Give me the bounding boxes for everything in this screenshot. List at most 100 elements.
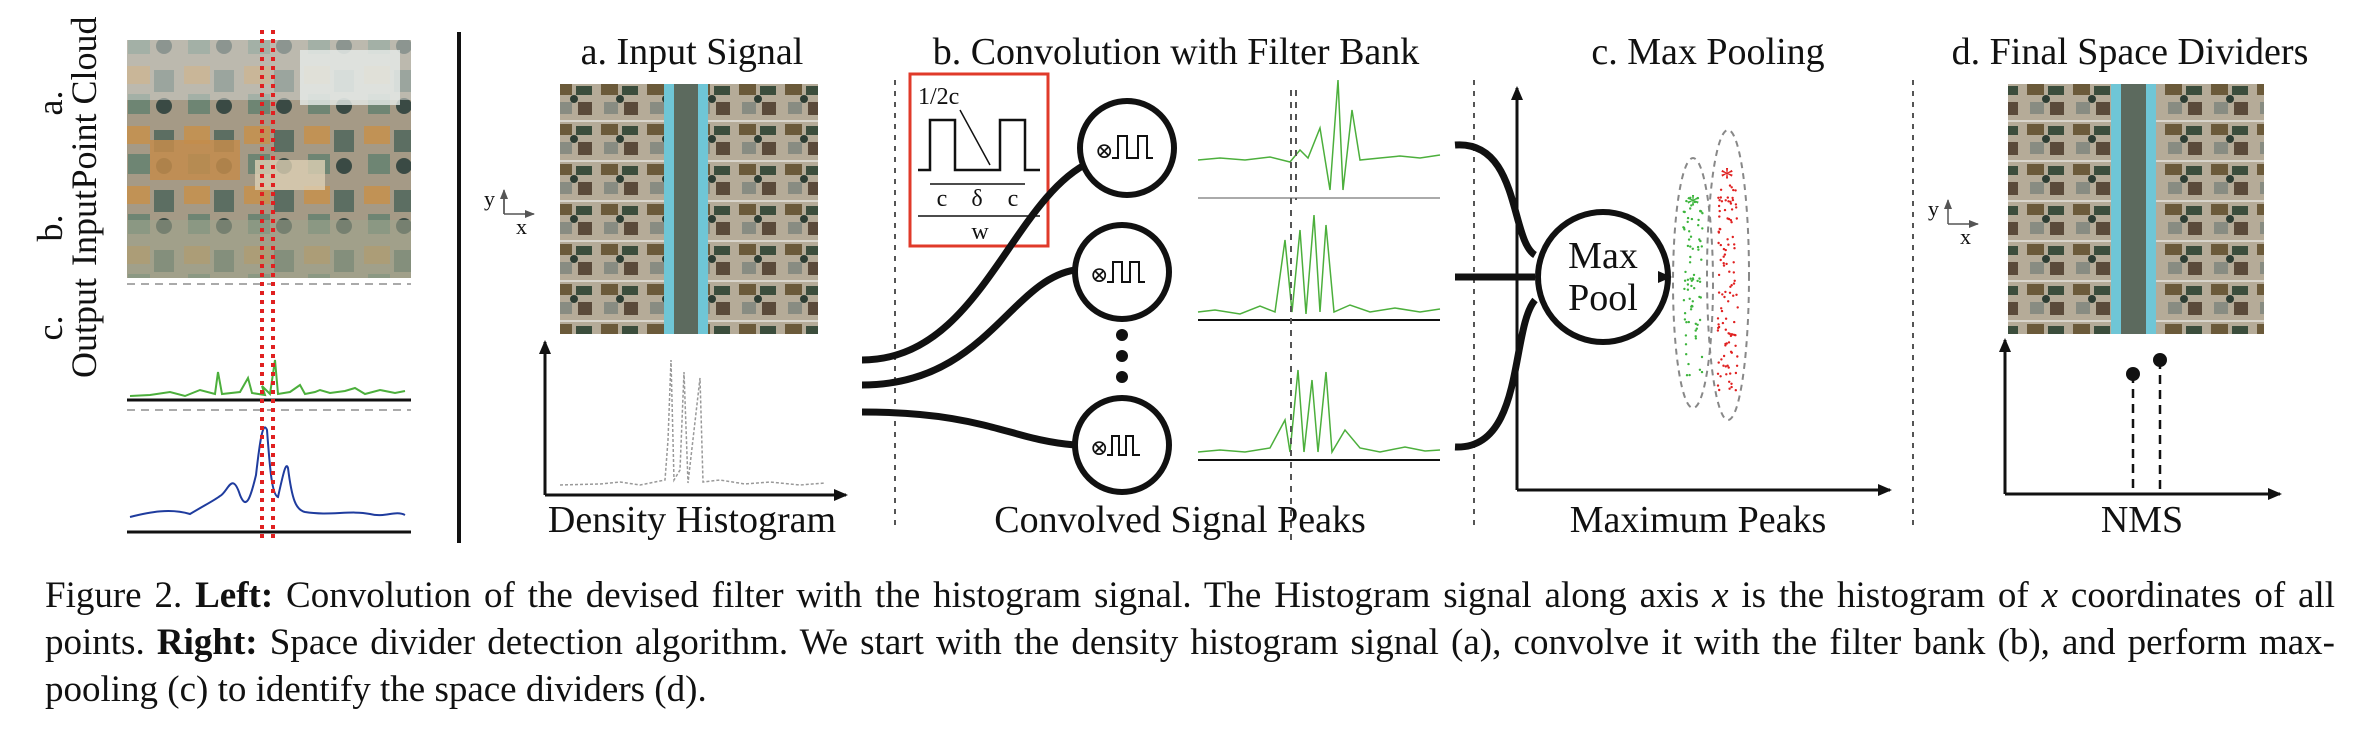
caption-left-label: Left: [195,575,274,616]
peak-dot [1696,245,1700,249]
peak-dot [1716,317,1720,320]
peak-dot [1696,196,1700,200]
panel-a-bottom-label: Density Histogram [548,499,836,541]
peak-dot [1720,307,1723,310]
peak-dot [1724,248,1727,252]
peak-dot [1693,287,1696,290]
peak-dot [1683,312,1687,315]
peak-dot [1717,326,1720,330]
svg-text:y: y [1928,196,1939,221]
peak-dot [1689,196,1692,199]
peak-dot [1722,255,1725,258]
peak-dot [1685,321,1688,324]
peak-dot [1729,200,1732,203]
left-panel: a. Point Cloud b. Input c. Output [30,16,411,540]
peak-dot [1688,373,1691,377]
svg-text:x: x [1960,224,1971,249]
peak-dot [1719,258,1722,262]
caption-fig-label: Figure 2. [45,575,183,616]
svg-text:Output: Output [64,278,104,378]
peak-dot [1696,279,1699,283]
peak-dot [1690,279,1694,282]
peak-dot [1719,375,1722,378]
peak-dot [1698,280,1702,283]
panel-c-title: c. Max Pooling [1591,31,1824,73]
axes-icon: y x [484,186,535,239]
peak-dot [1730,382,1733,385]
peak-dot [1722,262,1725,265]
peak-dot [1687,362,1690,366]
peak-dot [1728,291,1732,294]
peak-dot [1686,216,1690,220]
input-signal-plot [129,359,406,398]
peak-dot [1698,277,1701,280]
svg-text:a.: a. [30,91,70,116]
peak-dot [1726,364,1729,367]
peak-dot [1690,204,1693,207]
peak-dot [1734,203,1738,206]
axes-icon-d: y x [1928,196,1979,249]
peak-dot [1691,300,1695,303]
peak-dot [1717,361,1720,364]
peak-dot [1725,262,1728,266]
panel-b-title: b. Convolution with Filter Bank [933,31,1420,73]
peak-dot [1727,332,1730,335]
peak-dot [1688,230,1691,233]
peak-dot [1722,264,1726,267]
peak-dot [1685,353,1688,356]
peak-dot [1730,385,1733,389]
panel-b: b. Convolution with Filter Bank 1/2c c δ… [861,31,1441,541]
peak-dot [1684,343,1688,346]
peak-dot [1719,188,1723,191]
peak-dot [1732,271,1736,274]
figure-caption: Figure 2. Left: Convolution of the devis… [45,572,2335,713]
peak-dot [1735,364,1739,367]
row-label-point-cloud: a. Point Cloud [30,16,104,189]
point-cloud-image [127,40,411,278]
peak-dot [1736,306,1739,309]
peak-dot [1729,372,1732,375]
peak-dot [1731,196,1734,200]
panel-b-bottom-label: Convolved Signal Peaks [994,499,1366,541]
peak-dot [1682,226,1685,229]
panel-d-bottom-label: NMS [2101,499,2183,541]
row-label-input: b. Input [30,190,104,266]
peak-dot [1700,355,1704,359]
density-histogram-plot [559,359,826,486]
peak-dot [1686,283,1690,286]
peak-dot [1722,247,1726,251]
nms-stem-2 [2153,353,2167,494]
svg-text:Input: Input [64,190,104,266]
peak-dot [1720,309,1724,313]
peak-dot [1719,243,1723,247]
peak-dot [1719,228,1722,231]
filter-diagram: 1/2c c δ c w [908,72,1050,248]
panel-c: c. Max Pooling Max Pool * * Maximum Peak… [1454,31,1892,541]
svg-text:w: w [971,219,989,245]
peak-dot [1717,273,1721,277]
row-label-output: c. Output [30,278,104,378]
peak-dot [1722,354,1726,358]
panel-d-title: d. Final Space Dividers [1952,31,2309,73]
peak-dot [1682,299,1686,302]
peak-dot [1685,199,1688,203]
floor-plan-image [560,84,818,334]
peak-dot [1736,355,1739,358]
peak-dot [1729,202,1733,205]
peak-dot [1732,188,1735,192]
figure: a. Point Cloud b. Input c. Output [30,16,2309,543]
peak-dot [1698,368,1702,371]
caption-text-4: Space divider detection algorithm. We st… [45,622,2335,710]
peak-dot [1724,199,1727,202]
peak-dot [1694,337,1698,340]
peak-dot [1733,279,1736,282]
peak-dot [1694,322,1698,325]
panel-a: a. Input Signal y x Density Histogram [484,31,848,541]
peak-dot [1688,261,1692,264]
output-signal-plot [129,426,406,518]
peak-dot [1718,215,1721,218]
svg-text:c.: c. [30,316,70,341]
peak-dot [1729,350,1733,353]
max-pool-node: Max Pool [1535,209,1671,345]
peak-dot [1726,196,1730,199]
